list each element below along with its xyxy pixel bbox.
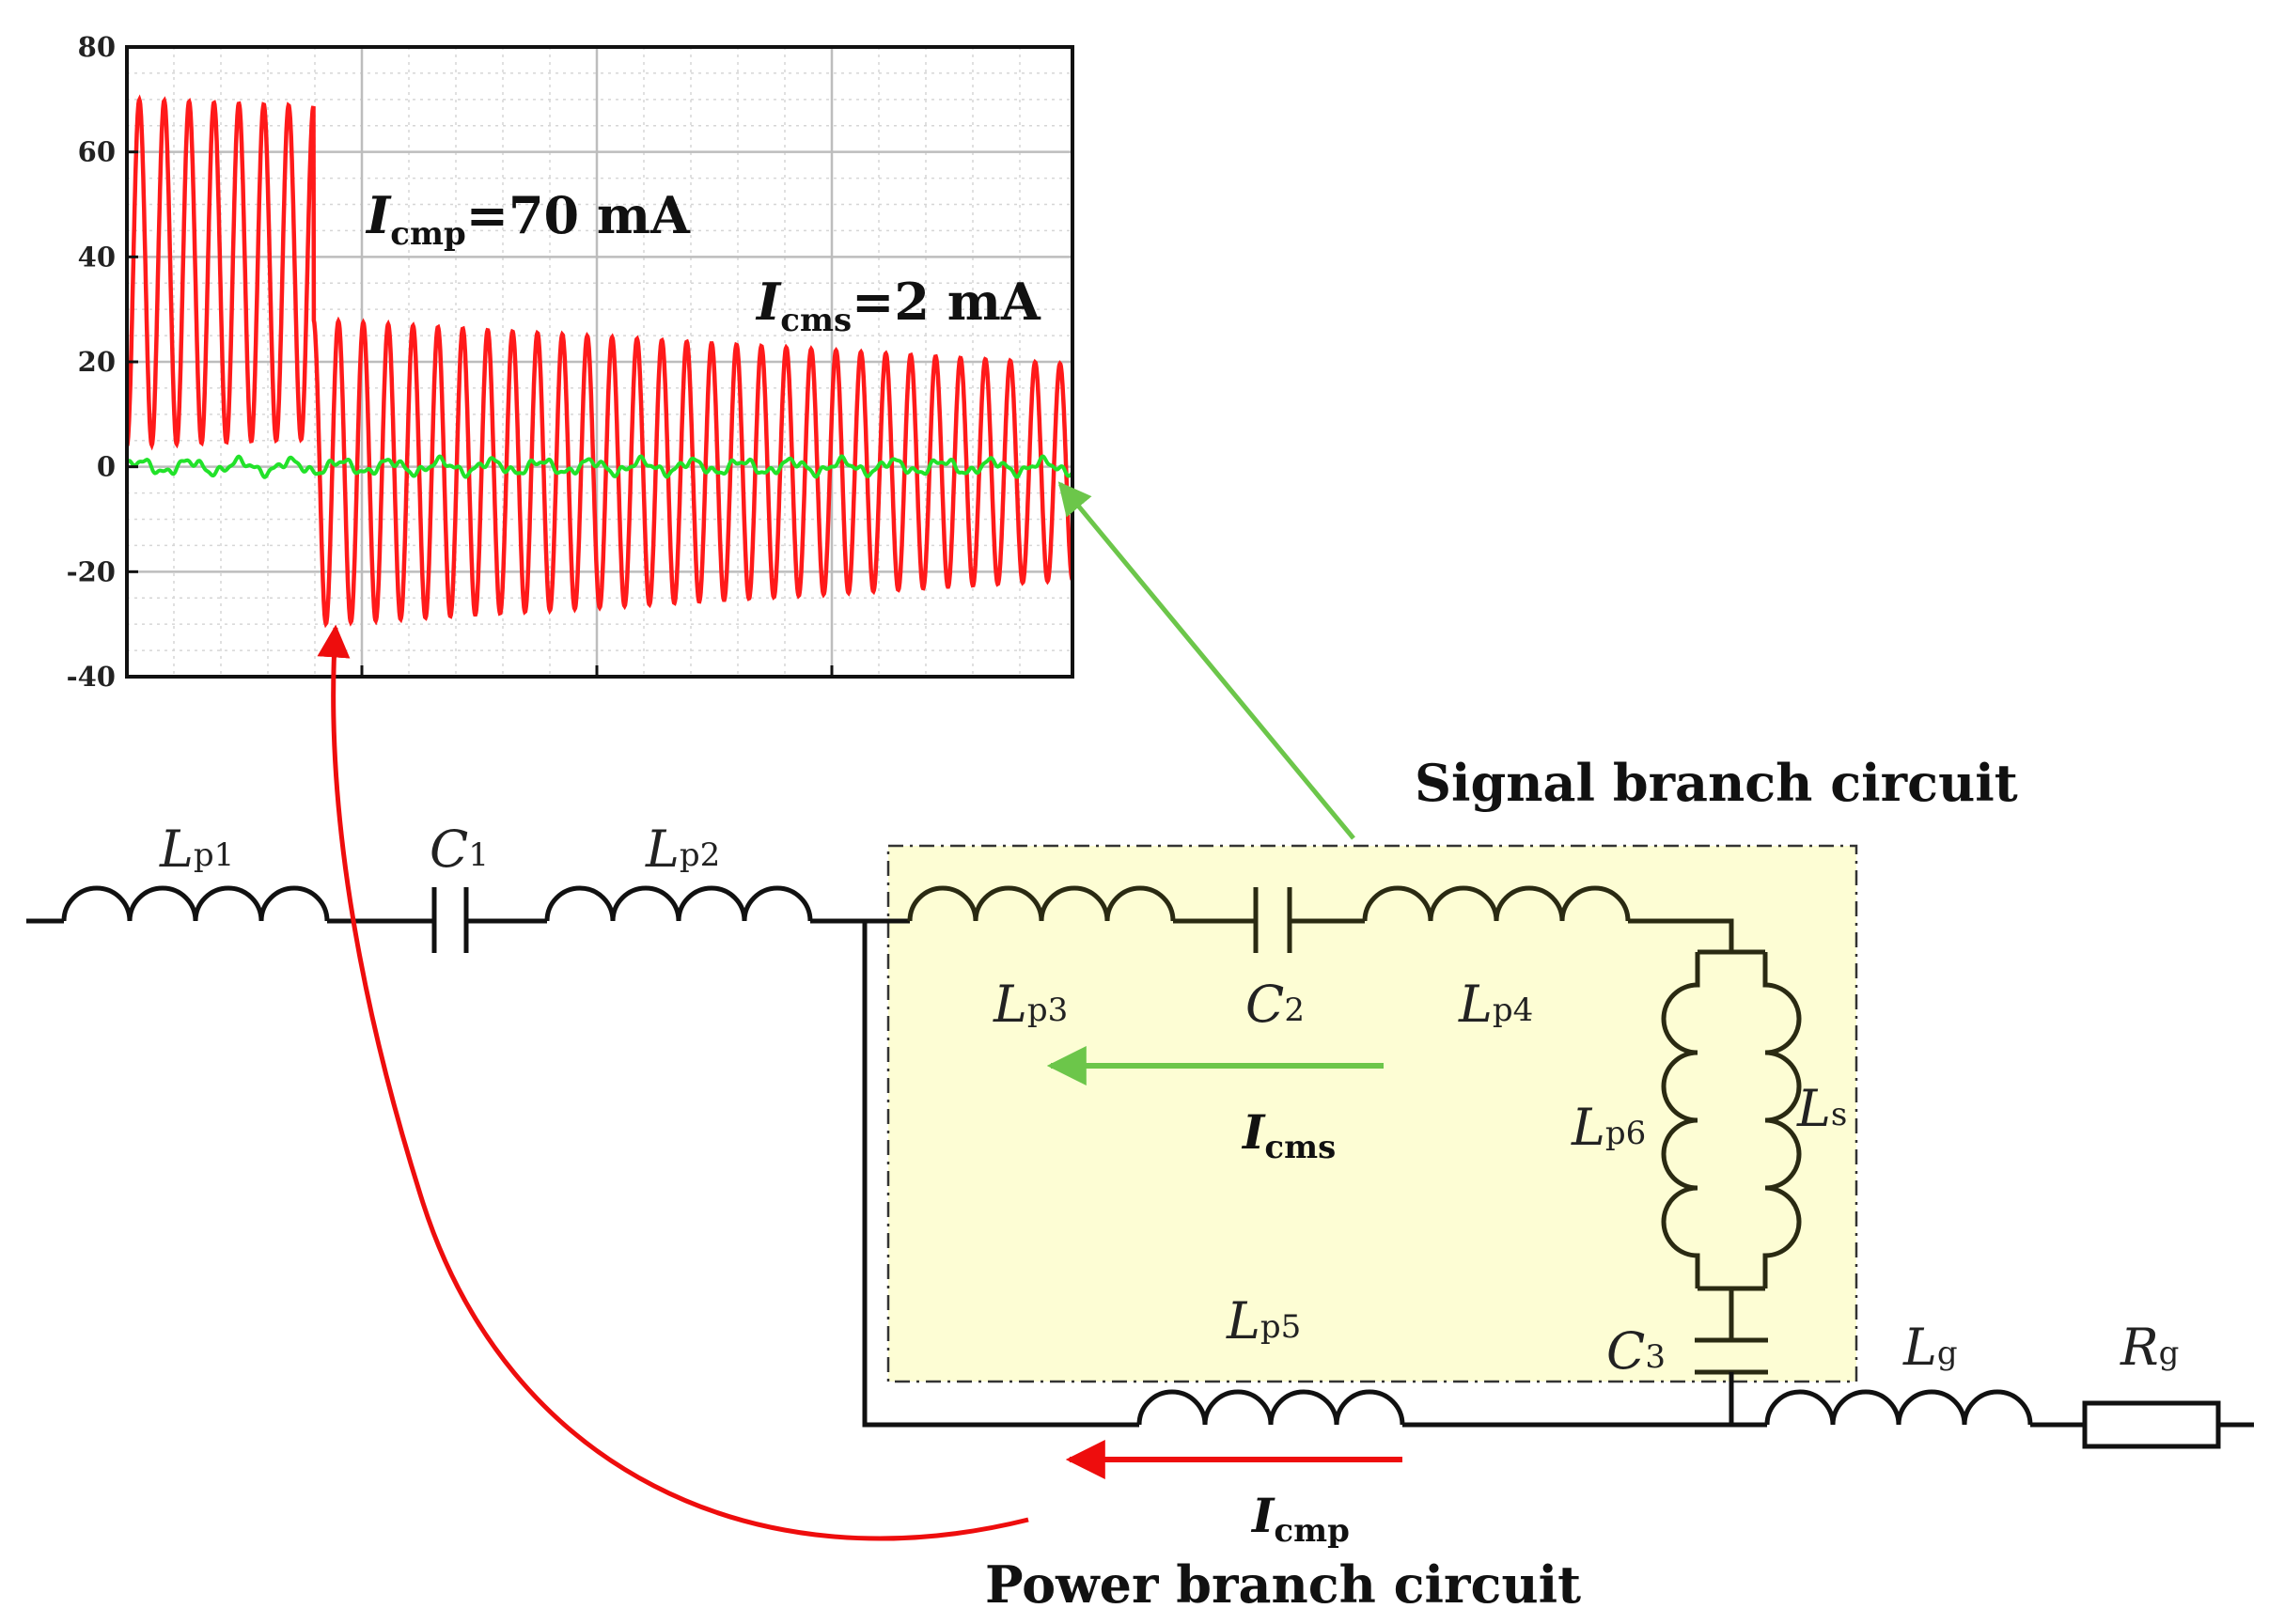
resistor-rg	[2082, 1400, 2221, 1449]
y-tick-label: 60	[78, 136, 116, 168]
plot-series	[124, 94, 1074, 629]
icmp-waveform	[124, 94, 1074, 629]
label-lp1: Lp1	[159, 820, 234, 879]
inductor-ls	[1762, 952, 1802, 1288]
y-tick-label: 80	[78, 31, 116, 63]
label-lp6: Lp6	[1571, 1098, 1646, 1157]
label-rg: Rg	[2120, 1318, 2179, 1377]
label-lg: Lg	[1902, 1318, 1958, 1377]
icmp-value-label: Icmp=70 mA	[365, 185, 691, 253]
x-axis-ticks	[360, 665, 834, 677]
power-branch-vertical	[862, 921, 1139, 1428]
signal-branch-title: Signal branch circuit	[1415, 753, 2018, 813]
inductor-lp5	[1136, 1389, 1405, 1426]
y-tick-label: 40	[78, 241, 116, 273]
inductor-lg	[1764, 1389, 2033, 1426]
label-lp4: Lp4	[1458, 975, 1533, 1034]
signal-to-chart-arrow	[1057, 481, 1355, 840]
capacitor-c1	[431, 887, 469, 953]
power-to-chart-arrow	[317, 624, 1029, 1541]
component-labels: Lp1 C1 Lp2 Lp3 C2 Lp4 Lp6 Ls Lp5 C3 Lg R…	[159, 820, 2179, 1381]
y-tick-label: -40	[67, 661, 116, 693]
icms-waveform	[125, 454, 1074, 479]
label-lp2: Lp2	[645, 820, 720, 879]
label-lp5: Lp5	[1226, 1291, 1301, 1351]
circuit	[26, 885, 2254, 1449]
y-tick-label: 0	[97, 451, 116, 483]
inductor-lp6	[1661, 952, 1700, 1288]
wire-lp4-corner	[1628, 918, 1734, 952]
inductor-lp3	[907, 885, 1176, 922]
inductor-lp4	[1362, 885, 1631, 922]
waveform-chart: 80 60 40 20 0 -20 -40 Icmp=70 mA Icms=2 mA	[67, 31, 1074, 693]
icms-value-label: Icms=2 mA	[755, 272, 1041, 339]
label-c2: C2	[1245, 975, 1305, 1034]
power-branch-title: Power branch circuit	[985, 1554, 1581, 1615]
signal-branch-box	[886, 844, 1858, 1383]
label-c3: C3	[1606, 1321, 1666, 1381]
icms-current-label: Icms	[1241, 1104, 1336, 1166]
label-c1: C1	[430, 820, 489, 879]
label-ls: Ls	[1796, 1079, 1847, 1138]
y-tick-label: 20	[78, 346, 116, 378]
y-tick-label: -20	[67, 555, 116, 587]
y-axis-ticks: 80 60 40 20 0 -20 -40	[67, 31, 138, 693]
inductor-lp2	[544, 885, 813, 922]
icmp-current-label: Icmp	[1250, 1488, 1350, 1550]
inductor-lp1	[61, 885, 330, 922]
label-lp3: Lp3	[993, 975, 1068, 1034]
